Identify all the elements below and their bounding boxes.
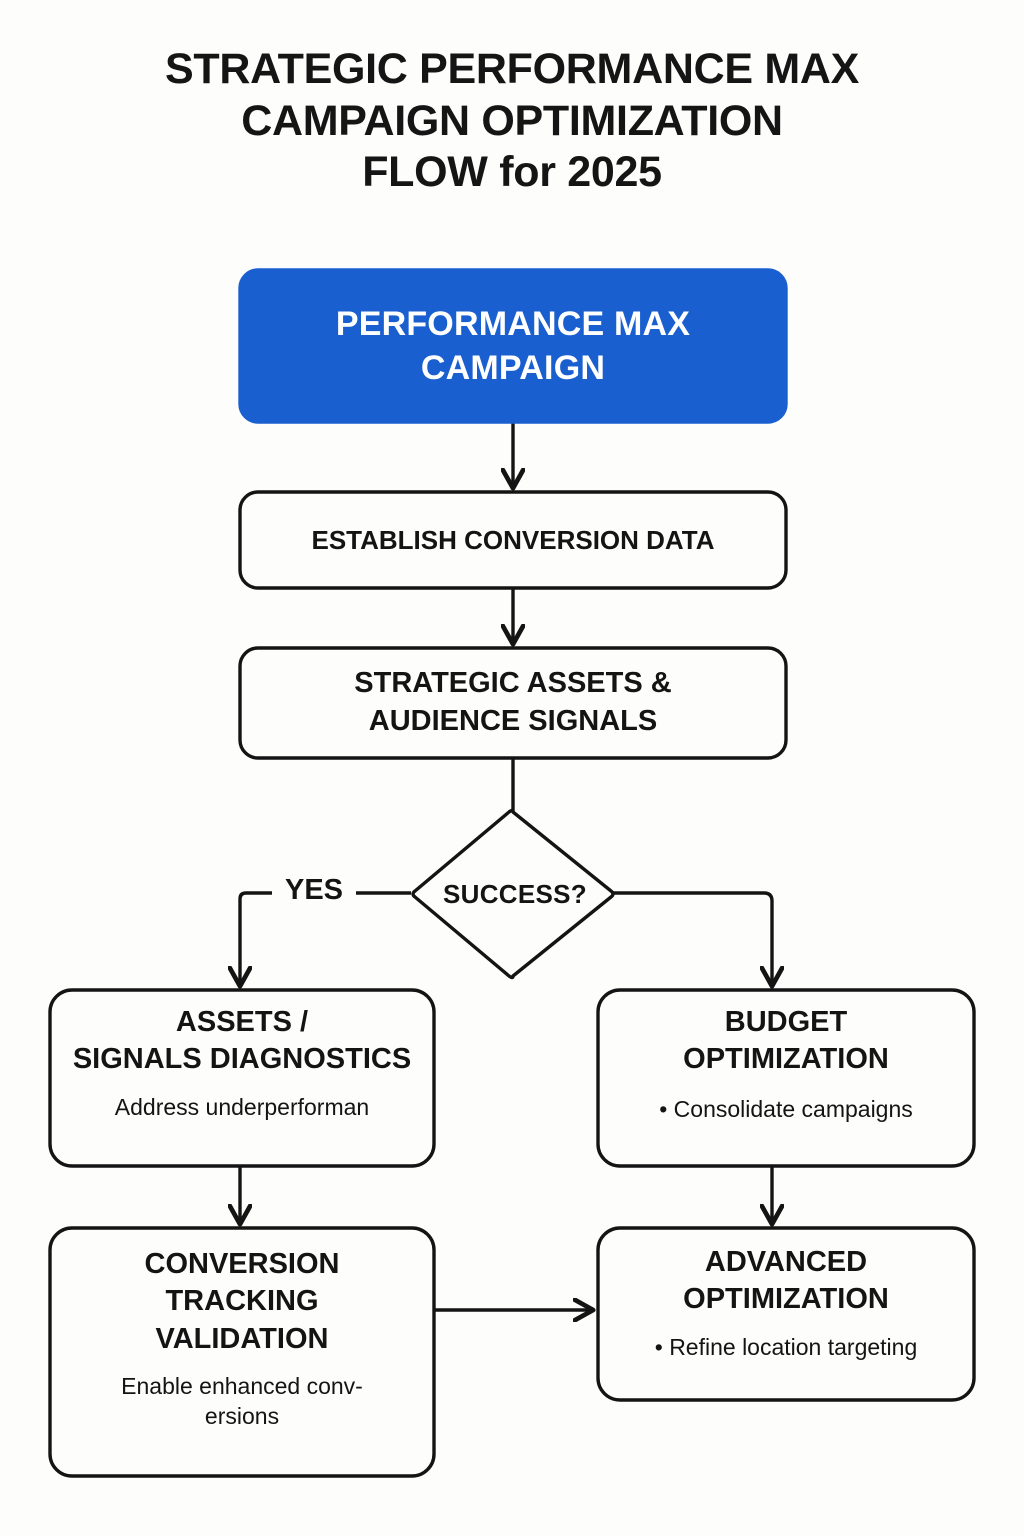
edge-decision-to-budget — [613, 891, 772, 985]
page-title-line-3: FLOW for 2025 — [362, 148, 662, 197]
node-performance-max-campaign[interactable] — [238, 268, 788, 424]
node-success-decision[interactable] — [411, 808, 615, 980]
node-conversion-tracking-validation[interactable] — [48, 1226, 436, 1478]
page-title-line-1: STRATEGIC PERFORMANCE MAX — [164, 45, 860, 93]
node-advanced-optimization[interactable] — [596, 1226, 976, 1402]
node-strategic-assets-audience-signals[interactable] — [238, 646, 788, 760]
edge-label-yes: YES — [284, 874, 344, 906]
node-establish-conversion-data[interactable] — [238, 490, 788, 590]
node-assets-signals-diagnostics[interactable] — [48, 988, 436, 1168]
edge-decision-to-diagnostics — [240, 891, 272, 985]
page-title-line-2: CAMPAIGN OPTIMIZATION — [241, 96, 783, 145]
node-budget-optimization[interactable] — [596, 988, 976, 1168]
page-title: STRATEGIC PERFORMANCE MAX CAMPAIGN OPTIM… — [0, 44, 1024, 199]
